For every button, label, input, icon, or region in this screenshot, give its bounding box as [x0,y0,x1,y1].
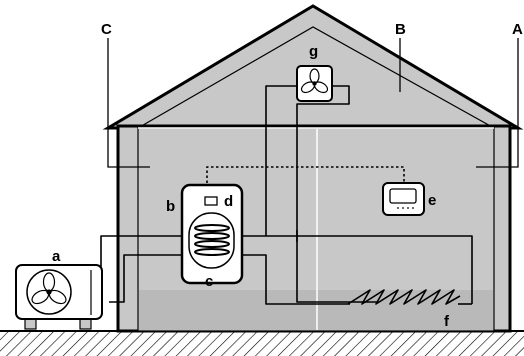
thermostat-icon [397,207,414,209]
fan-icon [300,68,329,94]
callout-e: e [428,192,436,209]
callout-b: b [166,198,175,215]
callout-c: c [205,273,213,290]
ground [0,330,524,356]
callout-f: f [444,313,450,330]
water-pipes [100,85,473,305]
tank-sensor [204,196,218,206]
fan-icon [31,272,67,305]
callout-A: A [512,21,523,38]
room-thermostat [382,182,425,216]
callout-B: B [395,21,406,38]
coil-icon [194,224,230,256]
roof-inner-outline [137,26,495,129]
control-wiring [206,166,405,183]
floor-zone [139,290,493,330]
callout-g: g [309,43,318,60]
callout-d: d [224,193,233,210]
callout-C: C [101,21,112,38]
callout-labels: a b c d e f g A B C [52,21,523,330]
hot-water-tank [180,183,244,285]
callout-a: a [52,248,61,265]
underfloor-heating [347,289,461,305]
ventilation-unit [296,65,333,102]
callout-leaders [107,38,519,168]
outdoor-unit [15,264,103,330]
